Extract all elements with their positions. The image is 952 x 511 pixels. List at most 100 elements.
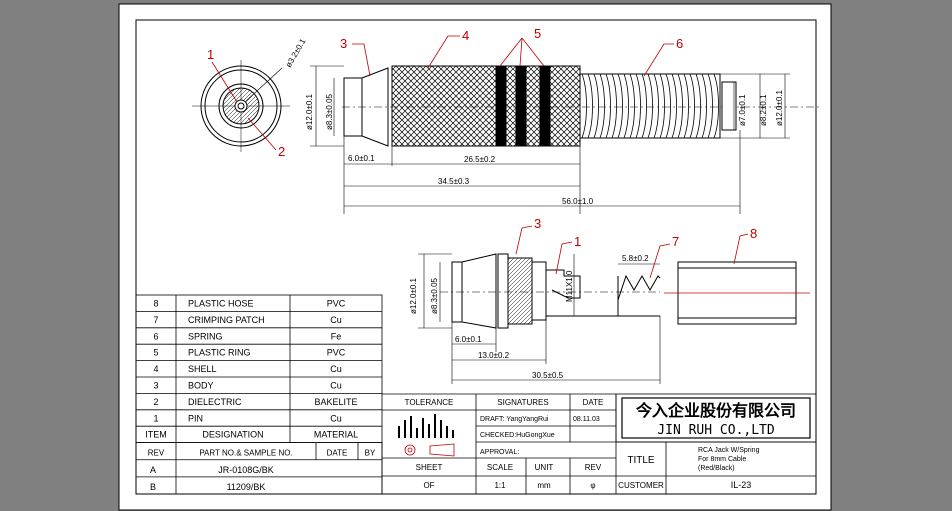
bom-item: 4 [153, 364, 158, 374]
bottom-dimensions [418, 253, 661, 384]
sheet-value: OF [423, 481, 434, 490]
spring-coil [629, 73, 635, 139]
top-dimensions [310, 65, 790, 214]
company-name-cn: 今入企业股份有限公司 [635, 401, 796, 420]
title-line-2: For 8mm Cable [698, 456, 746, 463]
rev-label: REV [585, 463, 602, 472]
spring-coil [641, 73, 647, 139]
bom-table [135, 294, 383, 495]
revision-header: DATE [327, 449, 348, 458]
dim-d12-bot: ø12.0±0.1 [409, 277, 418, 314]
dim-d12-top: ø12.0±0.1 [305, 93, 314, 130]
revision-header: REV [148, 449, 165, 458]
balloon-8-bot: 8 [750, 226, 757, 241]
spring-coils [581, 73, 719, 139]
title-line-1: RCA Jack W/Spring [698, 447, 760, 454]
revision-header: BY [365, 449, 376, 458]
bom-designation: SHELL [188, 364, 217, 374]
revision-part-no: JR-0108G/BK [218, 465, 274, 475]
spring-coil [611, 73, 617, 139]
spring-coil [677, 73, 683, 139]
spring-coil [605, 73, 611, 139]
spring-coil [587, 73, 593, 139]
spring-coil [635, 73, 641, 139]
bom-designation: SPRING [188, 331, 223, 341]
dim-len56: 56.0±1.0 [562, 197, 594, 206]
spring-coil [665, 73, 671, 139]
tolerance-chart [398, 414, 454, 438]
spring-coil [599, 73, 605, 139]
dim-len305: 30.5±0.5 [532, 371, 564, 380]
bom-designation: PLASTIC RING [188, 348, 251, 358]
scale-value: 1:1 [494, 481, 506, 490]
bom-designation: PLASTIC HOSE [188, 299, 254, 309]
dim-d7: ø7.0±0.1 [738, 94, 747, 126]
bom-item: 8 [153, 299, 158, 309]
bom-header: MATERIAL [314, 430, 358, 440]
dim-d82: ø8.2±0.1 [759, 94, 768, 126]
spring-coil [617, 73, 623, 139]
tolerance-label: TOLERANCE [405, 398, 454, 407]
revision-header: PART NO.& SAMPLE NO. [199, 449, 292, 458]
scale-label: SCALE [487, 463, 513, 472]
dim-m11: M11X1.0 [565, 270, 574, 302]
title-block-grid [381, 393, 817, 494]
sheet-label: SHEET [416, 463, 443, 472]
body-side-view [440, 253, 660, 329]
checked-label: CHECKED:HuGongXue [480, 432, 555, 439]
bom-material: Fe [331, 331, 342, 341]
spring-coil [593, 73, 599, 139]
balloon-4-top: 4 [462, 28, 469, 43]
company-name-en: JIN RUH CO.,LTD [657, 423, 775, 438]
bom-header: ITEM [145, 430, 167, 440]
crimping-patch [617, 274, 661, 301]
draft-label: DRAFT: YangYangRui [480, 416, 549, 423]
bom-item: 3 [153, 381, 158, 391]
balloon-7-bot: 7 [672, 234, 679, 249]
side-profile [342, 65, 820, 147]
bom-item: 6 [153, 331, 158, 341]
projection-symbol [404, 443, 455, 457]
bom-item: 5 [153, 348, 158, 358]
bom-material: Cu [330, 413, 342, 423]
customer-label: CUSTOMER [618, 481, 664, 490]
title-label: TITLE [627, 455, 655, 466]
dim-len13: 13.0±0.2 [478, 351, 510, 360]
title-line-3: (Red/Black) [698, 465, 735, 472]
bom-item: 7 [153, 315, 158, 325]
date-value: 08.11.03 [573, 416, 600, 423]
unit-value: mm [537, 481, 551, 490]
dim-len265: 26.5±0.2 [464, 155, 496, 164]
date-label: DATE [583, 398, 604, 407]
spring-coil [689, 73, 695, 139]
dim-len6-bot: 6.0±0.1 [455, 335, 482, 344]
bom-material: Cu [330, 381, 342, 391]
spring-coil [581, 73, 587, 139]
revision-rev: B [150, 482, 156, 492]
revision-rev: A [150, 465, 156, 475]
spring-coil [659, 73, 665, 139]
bom-designation: DIELECTRIC [188, 397, 242, 407]
dim-d12-right: ø12.0±0.1 [775, 89, 784, 126]
bom-item: 2 [153, 397, 158, 407]
spring-coil [701, 73, 707, 139]
dim-len345: 34.5±0.3 [438, 177, 470, 186]
spring-coil [671, 73, 677, 139]
balloon-1-top: 1 [207, 47, 214, 62]
approval-label: APPROVAL: [480, 449, 519, 456]
balloon-5-top: 5 [534, 26, 541, 41]
bom-designation: CRIMPING PATCH [188, 315, 265, 325]
bom-designation: BODY [188, 381, 214, 391]
balloon-3-bot: 3 [534, 216, 541, 231]
dim-len58: 5.8±0.2 [622, 254, 649, 263]
spring-coil [707, 73, 713, 139]
balloon-6-top: 6 [676, 36, 683, 51]
bom-header: DESIGNATION [202, 430, 263, 440]
spring-coil [713, 73, 719, 139]
spring-coil [647, 73, 653, 139]
dim-len6: 6.0±0.1 [348, 154, 375, 163]
spring-coil [623, 73, 629, 139]
rev-value: φ [590, 481, 595, 490]
signatures-label: SIGNATURES [497, 398, 548, 407]
